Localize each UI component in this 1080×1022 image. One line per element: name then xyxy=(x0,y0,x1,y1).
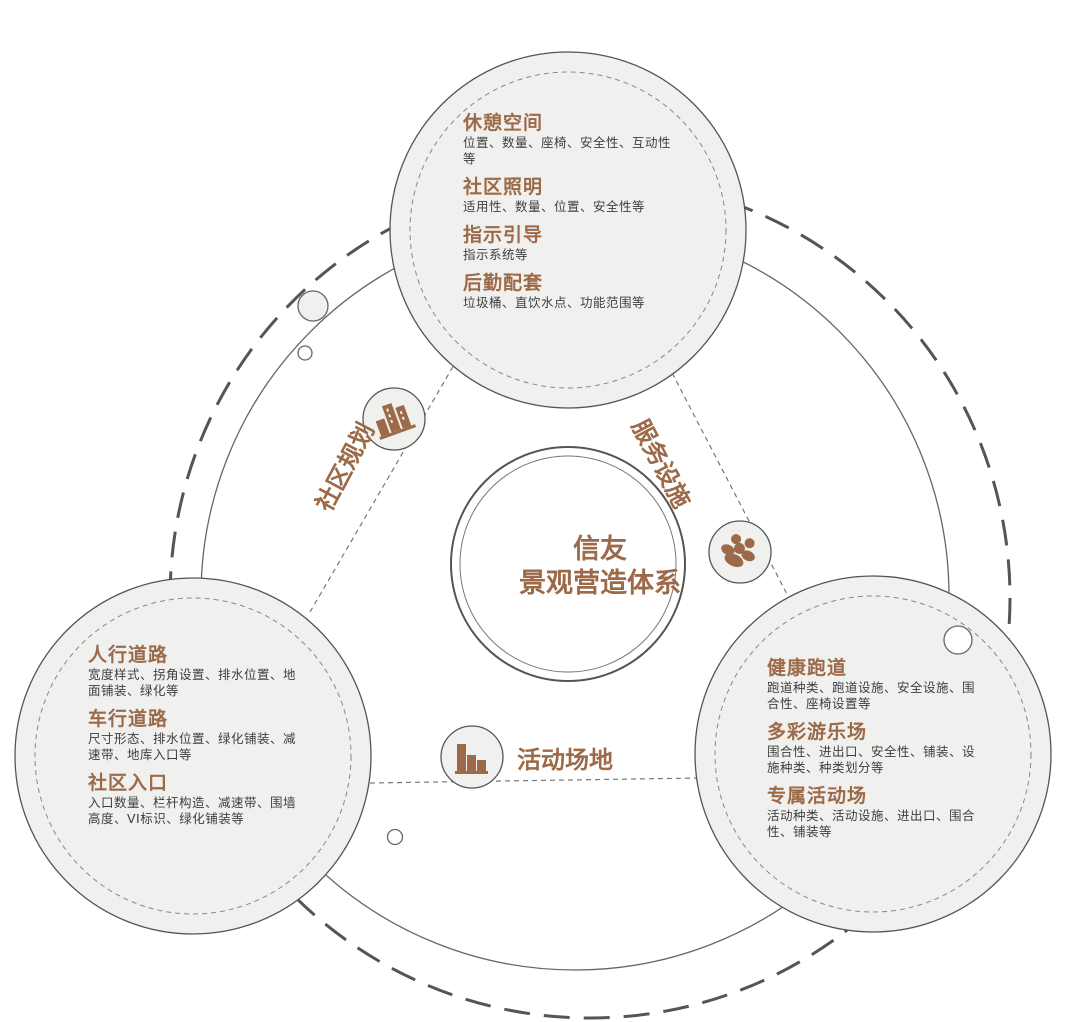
item-heading: 后勤配套 xyxy=(463,272,544,294)
center-inner-ring xyxy=(459,455,677,673)
item-heading: 社区入口 xyxy=(88,772,169,794)
deco-circle xyxy=(297,345,313,361)
label-activity: 活动场地 xyxy=(517,746,613,774)
left-circle-content: 人行道路 宽度样式、拐角设置、排水位置、地面铺装、绿化等 车行道路 尺寸形态、排… xyxy=(88,643,303,835)
item-heading: 车行道路 xyxy=(88,708,169,730)
top-circle-content: 休憩空间 位置、数量、座椅、安全性、互动性等 社区照明 适用性、数量、位置、安全… xyxy=(463,111,683,319)
item-desc: 围合性、进出口、安全性、铺装、设施种类、种类划分等 xyxy=(767,744,976,775)
item-heading: 健康跑道 xyxy=(767,657,848,679)
item-desc: 指示系统等 xyxy=(463,247,529,262)
item-desc: 位置、数量、座椅、安全性、互动性等 xyxy=(463,135,672,166)
item-heading: 社区照明 xyxy=(463,176,544,198)
left-circle-dashed xyxy=(34,597,352,915)
item-desc: 跑道种类、跑道设施、安全设施、围合性、座椅设置等 xyxy=(767,680,976,711)
item-desc: 活动种类、活动设施、进出口、围合性、铺装等 xyxy=(767,808,976,839)
deco-circle xyxy=(943,625,973,655)
item-desc: 宽度样式、拐角设置、排水位置、地面铺装、绿化等 xyxy=(88,667,297,698)
buildings-icon xyxy=(362,387,426,451)
left-circle xyxy=(14,577,372,935)
item-desc: 垃圾桶、直饮水点、功能范围等 xyxy=(463,295,646,310)
item-heading: 人行道路 xyxy=(88,644,169,666)
item-desc: 尺寸形态、排水位置、绿化铺装、减速带、地库入口等 xyxy=(88,731,297,762)
center-title: 信友 景观营造体系 xyxy=(480,533,720,601)
bar-buildings-icon xyxy=(440,725,504,789)
item-heading: 专属活动场 xyxy=(767,785,868,807)
right-circle-content: 健康跑道 跑道种类、跑道设施、安全设施、围合性、座椅设置等 多彩游乐场 围合性、… xyxy=(767,656,982,848)
connector-top-left xyxy=(309,357,459,613)
item-heading: 指示引导 xyxy=(463,224,544,246)
right-circle-dashed xyxy=(714,595,1032,913)
center-title-line1: 信友 xyxy=(573,534,627,565)
top-circle xyxy=(389,51,747,409)
item-desc: 入口数量、栏杆构造、减速带、围墙高度、VI标识、绿化铺装等 xyxy=(88,795,297,826)
item-heading: 休憩空间 xyxy=(463,112,544,134)
connector-bottom xyxy=(369,777,701,784)
item-heading: 多彩游乐场 xyxy=(767,721,868,743)
top-circle-dashed xyxy=(409,71,727,389)
deco-circle xyxy=(386,828,404,846)
right-circle xyxy=(694,575,1052,933)
item-desc: 适用性、数量、位置、安全性等 xyxy=(463,199,646,214)
center-title-line2: 景观营造体系 xyxy=(519,568,681,599)
deco-circle xyxy=(297,290,329,322)
people-group-icon xyxy=(708,520,772,584)
